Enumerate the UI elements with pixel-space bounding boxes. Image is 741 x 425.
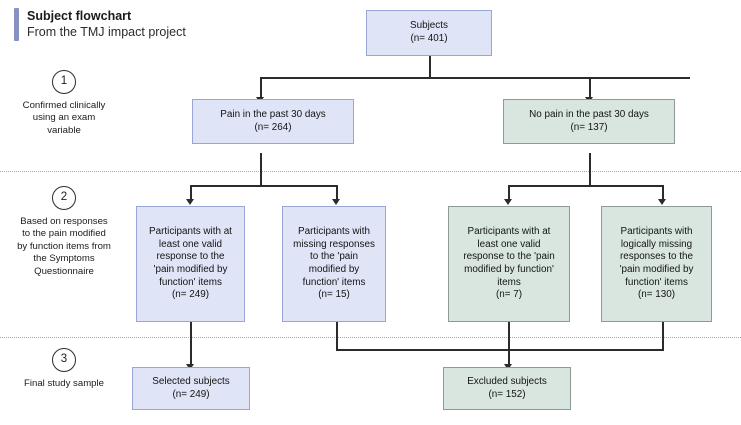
node-pain-valid-response[interactable]: Participants with at least one valid res…: [136, 206, 245, 322]
connector-pain-left-drop: [190, 185, 192, 201]
arrowhead-to-nopain-valid: [504, 199, 512, 205]
connector-excluded-drop-b: [508, 321, 510, 350]
chart-header: Subject flowchart From the TMJ impact pr…: [14, 8, 186, 41]
connector-excluded-merge-bar: [336, 349, 664, 351]
stage-3-label: Final study sample: [24, 378, 104, 389]
connector-root-right-drop: [589, 77, 591, 99]
divider-stage-1: [0, 171, 741, 172]
node-pain-30-days[interactable]: Pain in the past 30 days (n= 264): [192, 99, 354, 144]
connector-pain-stem: [260, 153, 262, 186]
page-title: Subject flowchart: [27, 9, 132, 23]
connector-selected-stem: [190, 321, 192, 366]
connector-pain-right-drop: [336, 185, 338, 201]
node-excluded-subjects[interactable]: Excluded subjects (n= 152): [443, 367, 571, 410]
stage-1-number: 1: [52, 70, 76, 94]
stage-2: 2 Based on responses to the pain modifie…: [0, 186, 128, 278]
connector-nopain-left-drop: [508, 185, 510, 201]
arrowhead-to-pain-valid: [186, 199, 194, 205]
node-no-pain-logically-missing[interactable]: Participants with logically missing resp…: [601, 206, 712, 322]
node-no-pain-30-days[interactable]: No pain in the past 30 days (n= 137): [503, 99, 675, 144]
connector-root-bar: [260, 77, 690, 79]
title-accent-bar: [14, 8, 19, 41]
stage-1-label: Confirmed clinically using an exam varia…: [22, 100, 106, 136]
connector-nopain-stem: [589, 153, 591, 186]
stage-3: 3 Final study sample: [0, 348, 128, 390]
connector-root-left-drop: [260, 77, 262, 99]
connector-root-stem: [429, 56, 431, 78]
node-selected-subjects[interactable]: Selected subjects (n= 249): [132, 367, 250, 410]
stage-1: 1 Confirmed clinically using an exam var…: [0, 70, 128, 137]
connector-excluded-drop-a: [336, 321, 338, 350]
stage-2-number: 2: [52, 186, 76, 210]
connector-nopain-right-drop: [662, 185, 664, 201]
node-pain-missing-response[interactable]: Participants with missing responses to t…: [282, 206, 386, 322]
divider-stage-2: [0, 337, 741, 338]
connector-nopain-bar: [508, 185, 663, 187]
stage-2-label: Based on responses to the pain modified …: [17, 216, 111, 277]
stage-3-number: 3: [52, 348, 76, 372]
page-subtitle: From the TMJ impact project: [27, 25, 186, 39]
connector-pain-bar: [190, 185, 337, 187]
arrowhead-to-pain-missing: [332, 199, 340, 205]
node-subjects[interactable]: Subjects (n= 401): [366, 10, 492, 56]
arrowhead-to-nopain-missing: [658, 199, 666, 205]
connector-excluded-stem: [508, 349, 510, 366]
connector-excluded-drop-c: [662, 321, 664, 350]
node-no-pain-valid-response[interactable]: Participants with at least one valid res…: [448, 206, 570, 322]
